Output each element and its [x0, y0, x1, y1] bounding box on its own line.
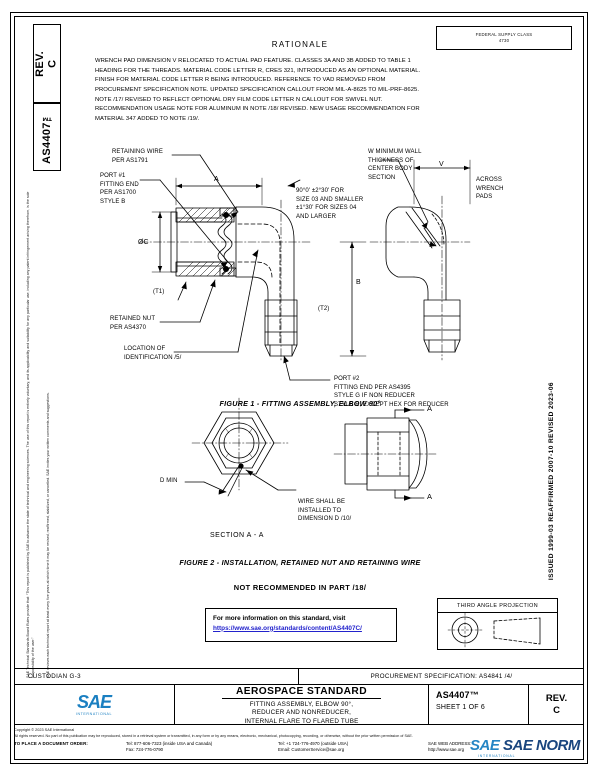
sae-logo-subtext: INTERNATIONAL — [75, 712, 113, 716]
inner-border — [14, 16, 584, 760]
order-label: TO PLACE A DOCUMENT ORDER: — [14, 740, 88, 746]
annotation-section-arrow-a-bottom: A — [427, 492, 433, 501]
standard-title-cell: AEROSPACE STANDARD FITTING ASSEMBLY, ELB… — [175, 685, 429, 725]
not-recommended-note: NOT RECOMMENDED IN PART /18/ — [233, 583, 367, 592]
rationale-line: NOTE /17/ REVISED TO REFLECT OPTIONAL DR… — [95, 96, 383, 103]
watermark-name: SAE NORM — [503, 737, 580, 754]
title-line: INTERNAL FLARE TO FLARED TUBE — [244, 718, 359, 726]
tel-international: Tel: +1 724-776-4970 (outside USA) — [278, 740, 349, 746]
annotation-dim-a: A — [214, 176, 219, 183]
title-block: SAE INTERNATIONAL AEROSPACE STANDARD FIT… — [14, 685, 584, 725]
web-label: SAE WEB ADDRESS: — [428, 740, 472, 746]
figure1-caption: FIGURE 1 - FITTING ASSEMBLY, ELBOW 90° — [219, 399, 381, 408]
rationale-line: MATERIAL 347 ADDED TO NOTE /19/. — [95, 115, 200, 122]
rationale-line: RECOMMENDATION USAGE NOTE FOR ALUMINUM I… — [95, 106, 420, 113]
disclaimer-line-2: SAE reviews each technical report at lea… — [46, 392, 50, 678]
third-angle-projection-box: THIRD ANGLE PROJECTION — [437, 598, 558, 650]
annotation-wire-note: WIRE SHALL BE INSTALLED TO DIMENSION D /… — [298, 499, 352, 523]
annotation-dim-oc: ØC — [138, 239, 149, 246]
fax-number: Fax: 724-776-0790 — [126, 747, 164, 753]
revision-value: C — [553, 704, 560, 716]
rev-tab-box: REV.C — [33, 24, 61, 103]
standard-tab-box: AS4407™ — [33, 103, 61, 171]
revision-dates-text: ISSUED 1999-03 REAFFIRMED 2007-10 REVISE… — [548, 382, 555, 581]
order-phone-intl: Tel: +1 724-776-4970 (outside USA) Email… — [278, 741, 428, 754]
annotation-port2: PORT #2 FITTING END PER AS4395 STYLE G I… — [334, 376, 449, 408]
annotation-retaining-wire: RETAINING WIRE PER AS1791 — [112, 149, 163, 164]
web-url[interactable]: http://www.sae.org — [428, 747, 465, 753]
annotation-retained-nut: RETAINED NUT PER AS4370 — [110, 316, 156, 331]
rev-tab-label: REV. — [34, 50, 47, 77]
document-number-cell: AS4407™ SHEET 1 OF 6 — [429, 685, 529, 724]
revision-dates: ISSUED 1999-03 REAFFIRMED 2007-10 REVISE… — [548, 382, 566, 632]
annotation-d-min: D MIN — [160, 478, 178, 484]
document-number: AS4407™ — [436, 690, 479, 700]
rationale-line: PROCUREMENT SPECIFICATION NOTE. UPDATED … — [95, 86, 420, 93]
tel-usa: Tel: 877-606-7323 (inside USA and Canada… — [126, 740, 213, 746]
fsc-value: 4730 — [498, 38, 510, 43]
rationale-line: HEADING FOR THE THREADS. MATERIAL CODE L… — [95, 67, 421, 74]
email-address: Email: CustomerService@sae.org — [278, 747, 345, 753]
sae-norm-watermark: SAE SAE NORM — [470, 737, 580, 754]
order-phone-usa: Tel: 877-606-7323 (inside USA and Canada… — [126, 741, 278, 754]
fsc-label: FEDERAL SUPPLY CLASS — [475, 32, 533, 38]
sae-logo: SAE INTERNATIONAL — [14, 685, 175, 724]
title-line: REDUCER AND NONREDUCER, — [251, 709, 352, 717]
order-info: TO PLACE A DOCUMENT ORDER: Tel: 877-606-… — [14, 741, 586, 754]
disclaimer-line-1: SAE Technical Standards Board Rules prov… — [26, 191, 36, 678]
rights-text: All rights reserved. No part of this pub… — [14, 734, 413, 738]
annotation-dim-b: B — [356, 279, 361, 286]
annotation-t2: (T2) — [318, 306, 330, 312]
annotation-dim-v: V — [439, 161, 444, 168]
url-callout-text: For more information on this standard, v… — [213, 615, 346, 622]
sheet-number: SHEET 1 OF 6 — [436, 704, 485, 711]
procurement-spec-label: PROCUREMENT SPECIFICATION: AS4841 /4/ — [370, 673, 513, 680]
standard-title-lines: FITTING ASSEMBLY, ELBOW 90°, REDUCER AND… — [244, 701, 358, 728]
standard-url-link[interactable]: https://www.sae.org/standards/content/AS… — [213, 624, 362, 632]
more-information-callout: For more information on this standard, v… — [205, 608, 397, 642]
annotation-t1: (T1) — [153, 289, 165, 295]
rationale-line: WRENCH PAD DIMENSION V RELOCATED TO ACTU… — [95, 58, 411, 64]
custodian-row: CUSTODIAN G-3 PROCUREMENT SPECIFICATION:… — [14, 668, 584, 685]
footer: Copyright © 2023 SAE International All r… — [14, 728, 586, 754]
copyright-text: Copyright © 2023 SAE International — [14, 728, 75, 732]
annotation-section-arrow-a-top: A — [427, 404, 433, 413]
annotation-wrench-pads: ACROSS WRENCH PADS — [476, 177, 504, 201]
figure2-caption: FIGURE 2 - INSTALLATION, RETAINED NUT AN… — [179, 558, 421, 567]
sae-disclaimer: SAE Technical Standards Board Rules prov… — [20, 180, 66, 680]
standard-type-label: AEROSPACE STANDARD — [221, 686, 382, 699]
rev-tab-value: C — [47, 59, 59, 68]
title-line: FITTING ASSEMBLY, ELBOW 90°, — [249, 700, 354, 708]
annotation-angle-tolerance: 90°0' ±2°30' FOR SIZE 03 AND SMALLER ±1°… — [296, 188, 364, 220]
annotation-wall-thickness: W MINIMUM WALL THICKNESS OF CENTER BODY … — [368, 149, 422, 181]
annotation-identification: LOCATION OF IDENTIFICATION /5/ — [124, 346, 182, 361]
third-angle-projection-label: THIRD ANGLE PROJECTION — [438, 599, 557, 613]
rationale-text: WRENCH PAD DIMENSION V RELOCATED TO ACTU… — [95, 57, 495, 124]
outer-border — [10, 12, 588, 764]
sae-logo-text: SAE — [76, 692, 112, 712]
standard-tab-label: AS4407™ — [40, 110, 53, 164]
section-aa-label: SECTION A - A — [210, 532, 264, 539]
rationale-heading: RATIONALE — [271, 40, 329, 49]
watermark-logo: SAE — [470, 737, 500, 754]
rationale-line: FINISH FOR MATERIAL CODE LETTER R BEING … — [95, 77, 386, 84]
custodian-label: CUSTODIAN G-3 — [14, 669, 299, 684]
revision-label: REV. — [545, 692, 568, 704]
annotation-port1: PORT #1 FITTING END PER AS1700 STYLE B — [100, 173, 139, 205]
revision-cell: REV. C — [529, 685, 584, 724]
federal-supply-class-box: FEDERAL SUPPLY CLASS 4730 — [436, 26, 572, 50]
watermark-subtext: INTERNATIONAL — [478, 754, 516, 758]
web-address-block: SAE WEB ADDRESS: http://www.sae.org — [428, 741, 586, 754]
